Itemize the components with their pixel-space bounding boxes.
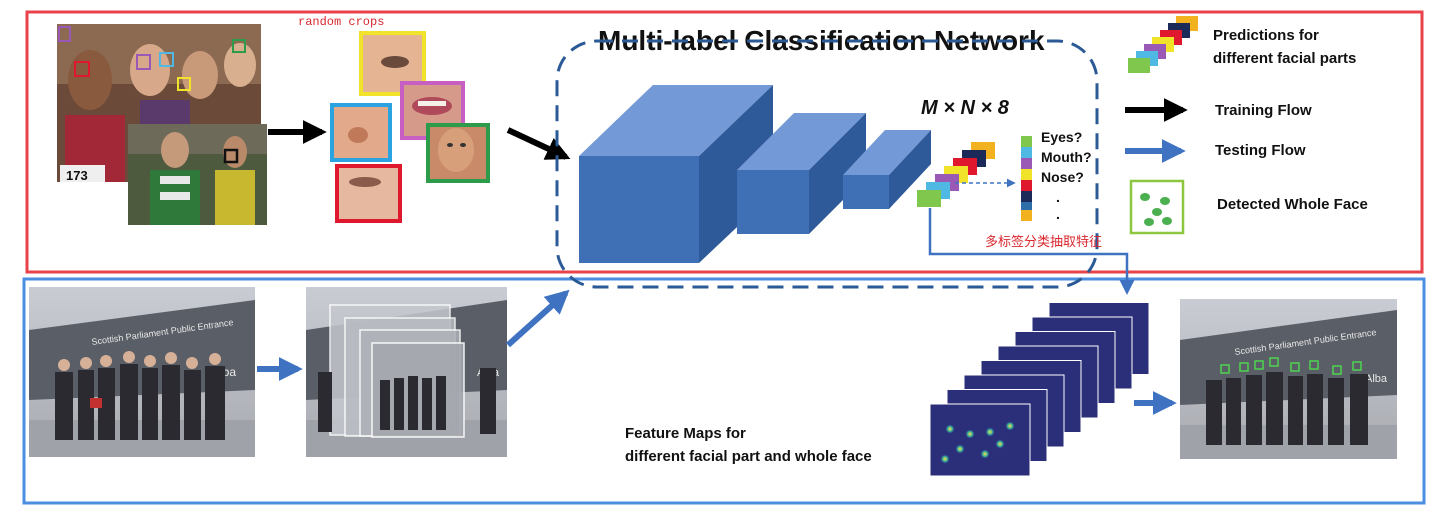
feature-map-0 [929,403,1031,477]
legend-predictions-line1: Predictions for [1213,27,1319,44]
legend-testing-flow: Testing Flow [1215,142,1306,159]
feature-activation-0-2 [985,427,995,437]
testing-section-box [22,277,1426,505]
training-arrow-2 [506,127,571,160]
feature-activation-0-1 [965,429,975,439]
conv-block-3 [843,130,931,209]
testing-arrow-to-network [505,289,570,348]
label-eyes: Eyes? [1041,129,1082,145]
crowd-photo-2 [128,124,267,225]
legend-training-flow: Training Flow [1215,102,1312,119]
label-more-dots-2: . [1056,206,1060,222]
label-color-column [1021,136,1032,221]
feature-activation-0-7 [940,454,950,464]
legend-detected-whole-face: Detected Whole Face [1217,196,1368,213]
label-mouth: Mouth? [1041,149,1092,165]
connector-to-feature-maps [928,208,1135,295]
network-dashed-outline [555,39,1099,289]
feature-activation-0-5 [980,449,990,459]
legend-prediction-icon [1128,16,1198,73]
alba-text-3: Alba [1365,373,1388,385]
test-input-photo: Scottish Parliament Public Entrance Alba [29,287,255,457]
feature-maps-caption-line2: different facial part and whole face [625,448,872,465]
legend-prediction-bar-0 [1128,58,1150,73]
conv-block-1 [579,85,773,263]
test-pyramid-photo: Alba [306,287,507,457]
training-section-box [25,10,1424,274]
crop-nose-blue [330,103,392,162]
feature-activation-0-0 [945,424,955,434]
test-output-photo: Scottish Parliament Public Entrance Alba [1180,299,1397,459]
label-nose: Nose? [1041,169,1084,185]
legend-detected-face-icon [1129,179,1185,235]
crop-eye-red [335,164,402,223]
prediction-bar-0 [917,190,941,207]
output-dims-label: M × N × 8 [921,97,1010,119]
chinese-note: 多标签分类抽取特征 [985,234,1102,250]
feature-map-stack [929,302,1150,477]
crop-face-green [426,123,490,183]
feature-maps-caption-line1: Feature Maps for [625,425,746,442]
random-crops-label: random crops [298,15,384,29]
feature-activation-0-6 [995,439,1005,449]
bib-number: 173 [66,168,88,183]
feature-activation-0-3 [1005,421,1015,431]
prediction-stack [917,142,995,207]
legend-predictions-line2: different facial parts [1213,50,1356,67]
label-more-dots-1: . [1056,189,1060,205]
feature-activation-0-4 [955,444,965,454]
conv-block-2 [737,113,866,234]
